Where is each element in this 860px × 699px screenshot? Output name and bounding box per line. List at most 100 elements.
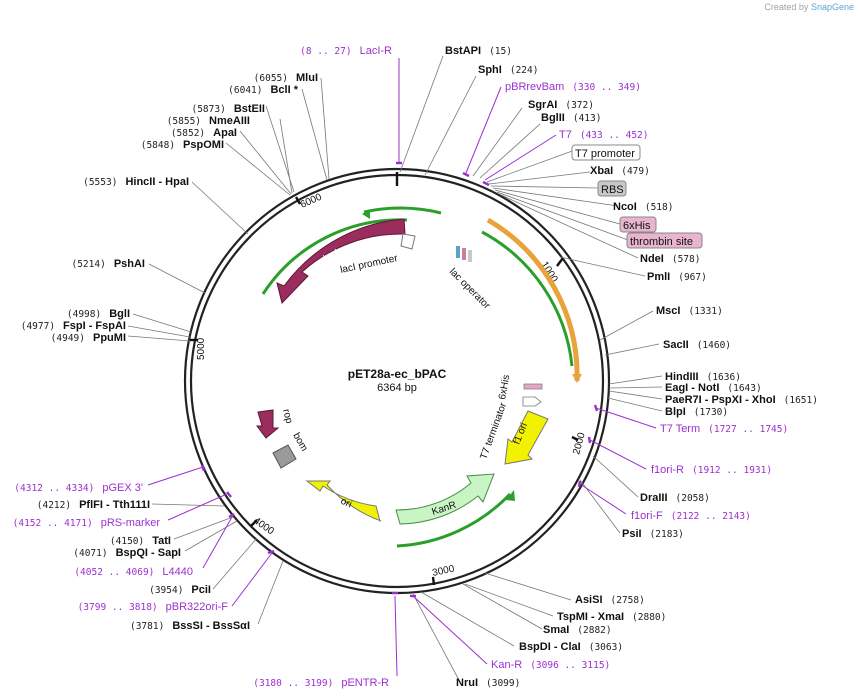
- t7-promoter-box: [571, 144, 641, 161]
- primer-label: T7(433 .. 452): [559, 129, 648, 141]
- ori-arrow: [305, 480, 382, 522]
- lac-operator-marker: [456, 246, 472, 262]
- enzyme-label: AsiSI(2758): [575, 594, 645, 606]
- enzyme-label: EagI - NotI(1643): [665, 382, 762, 394]
- sixhis-box: [619, 216, 657, 233]
- sixhis-box-label: 6xHis: [623, 220, 651, 232]
- bom-marker: [272, 444, 297, 469]
- orf-arc: [481, 230, 574, 367]
- enzyme-label: SacII(1460): [663, 339, 731, 351]
- t7-promoter-box-label: T7 promoter: [575, 148, 635, 160]
- watermark-prefix: Created by: [764, 2, 809, 12]
- tick-label-6000: 6000: [299, 191, 324, 210]
- lacI-arc: [261, 218, 408, 295]
- enzyme-label: HindIII(1636): [665, 371, 741, 383]
- bom-label: bom: [290, 431, 309, 453]
- f1-ori-arrow: [504, 410, 549, 465]
- enzyme-label: NcoI(518): [613, 201, 673, 213]
- primer-marks: [200, 161, 599, 598]
- primer-label: f1ori-F(2122 .. 2143): [631, 510, 751, 522]
- rbs-box: [597, 180, 627, 197]
- tick-label-5000: 5000: [196, 337, 207, 360]
- enzyme-label: PmlI(967): [647, 271, 707, 283]
- lacI-promoter-arc: [363, 206, 442, 215]
- leader-lines: [127, 55, 663, 683]
- tick-label-4000: 4000: [251, 515, 276, 537]
- enzyme-label: PsiI(2183): [622, 528, 684, 540]
- enzyme-label: (3781)BssSI - BssSαI: [130, 620, 250, 632]
- thrombin-site-box: [626, 232, 703, 249]
- enzyme-label: DraIII(2058): [640, 492, 710, 504]
- ori-label: ori: [339, 496, 354, 511]
- primer-labels-right: pBRrevBam(330 .. 349) T7(433 .. 452) T7 …: [491, 81, 788, 671]
- kanR-outer-arc-head: [506, 490, 515, 501]
- primer-label: (3799 .. 3818)pBR322ori-F: [78, 601, 229, 613]
- plasmid-name: pET28a-ec_bPAC: [348, 367, 447, 381]
- primer-label: T7 Term(1727 .. 1745): [660, 423, 788, 435]
- enzyme-label: (5848)PspOMI: [141, 139, 224, 151]
- primer-leaders: [147, 58, 657, 677]
- lacI-promoter-arc-head: [362, 209, 370, 219]
- primer-label: (4152 .. 4171)pRS-marker: [13, 517, 161, 529]
- tick-3000: [431, 576, 436, 586]
- rop-arrow: [256, 409, 280, 439]
- enzyme-label: PaeR7I - PspXI - XhoI(1651): [665, 394, 818, 406]
- primer-label: f1ori-R(1912 .. 1931): [651, 464, 772, 476]
- insert-arc-head: [572, 374, 582, 383]
- enzyme-labels-right: BstAPI(15) SphI(224) SgrAI(372) BglII(41…: [445, 45, 818, 689]
- enzyme-label: SmaI(2882): [543, 624, 612, 636]
- lacI-promoter-label: lacI promoter: [339, 253, 399, 276]
- enzyme-label: (6041)BclI *: [228, 84, 299, 96]
- primer-labels-left: (8 .. 27)LacI-R (3180 .. 3199)pENTR-R (3…: [13, 45, 392, 689]
- kanR-outer-arc: [396, 492, 512, 548]
- snapgene-watermark: Created by SnapGene: [764, 2, 854, 12]
- insert-arc: [486, 217, 580, 382]
- enzyme-label: NdeI(578): [640, 253, 700, 265]
- primer-label: (8 .. 27)LacI-R: [300, 45, 392, 57]
- enzyme-label: BglII(413): [541, 112, 601, 124]
- t7-terminator-label: T7 terminator: [478, 401, 509, 461]
- lac-operator-label: lac operator: [447, 266, 493, 312]
- primer-label: (3180 .. 3199)pENTR-R: [253, 677, 389, 689]
- enzyme-label: SgrAI(372): [528, 99, 594, 111]
- primer-label: pBRrevBam(330 .. 349): [505, 81, 641, 93]
- t7-terminator-marker: [522, 396, 542, 407]
- rbs-box-label: RBS: [601, 184, 624, 196]
- primer-label: Kan-R(3096 .. 3115): [491, 659, 610, 671]
- enzyme-label: (5553)HincII - HpaI: [83, 176, 189, 188]
- tick-1000: [556, 257, 564, 267]
- tick-label-3000: 3000: [431, 563, 455, 578]
- tick-2000: [571, 435, 579, 442]
- tick-label-2000: 2000: [571, 431, 587, 456]
- enzyme-label: (4977)FspI - FspAI: [21, 320, 126, 332]
- enzyme-label: TspMI - XmaI(2880): [557, 611, 666, 623]
- enzyme-label: (4998)BglI: [67, 308, 130, 320]
- kanR-arrow: [395, 473, 495, 525]
- enzyme-label: (4071)BspQI - SapI: [73, 547, 181, 559]
- enzyme-label: BlpI(1730): [665, 406, 728, 418]
- lacI-promoter-marker: [400, 233, 416, 250]
- enzyme-label: BstAPI(15): [445, 45, 512, 57]
- enzyme-label: (5214)PshAI: [71, 258, 145, 270]
- enzyme-label: XbaI(479): [590, 165, 650, 177]
- enzyme-label: (4949)PpuMI: [51, 332, 126, 344]
- snapgene-logo: SnapGene: [810, 2, 854, 12]
- enzyme-label: SphI(224): [478, 64, 538, 76]
- enzyme-label: (4212)PflFI - Tth111I: [37, 499, 150, 511]
- enzyme-label: BspDI - ClaI(3063): [519, 641, 623, 653]
- enzyme-label: MscI(1331): [656, 305, 723, 317]
- thrombin-site-box-label: thrombin site: [630, 236, 693, 248]
- enzyme-labels-left: (3781)BssSI - BssSαI (3954)PciI (4071)Bs…: [21, 72, 318, 632]
- boxed-feature-labels: T7 promoter RBS 6xHis thrombin site: [571, 144, 703, 249]
- tick-4000: [250, 519, 258, 527]
- plasmid-size: 6364 bp: [377, 382, 417, 394]
- enzyme-label: (3954)PciI: [149, 584, 211, 596]
- tick-6000: [294, 196, 302, 205]
- enzyme-label: (6055)MluI: [254, 72, 318, 84]
- lacI-arrow: [276, 218, 406, 304]
- enzyme-label: (5855)NmeAIII: [167, 115, 250, 127]
- enzyme-label: NruI(3099): [456, 677, 520, 689]
- enzyme-label: (5873)BstEII: [191, 103, 265, 115]
- enzyme-label: (5852)ApaI: [171, 127, 237, 139]
